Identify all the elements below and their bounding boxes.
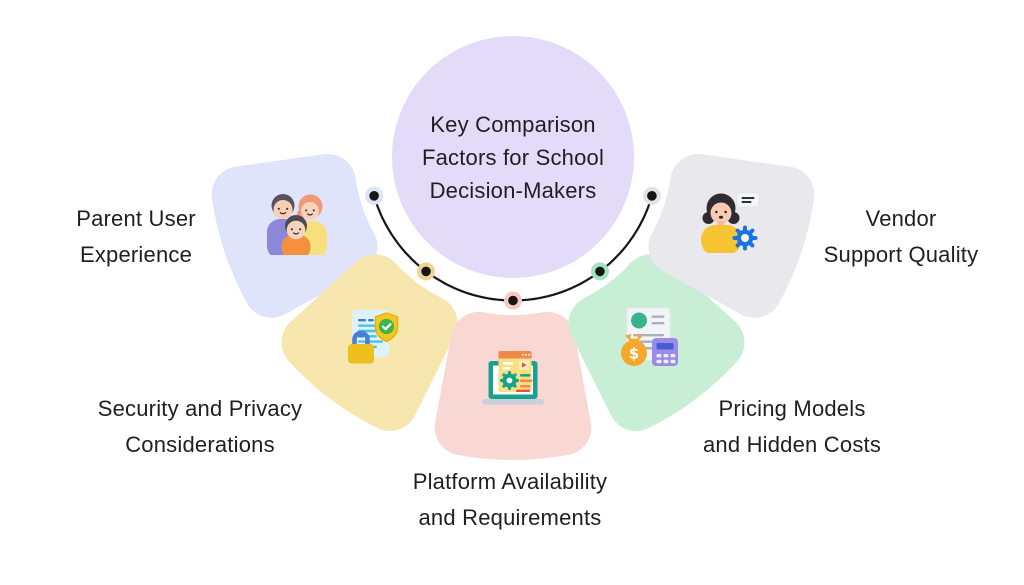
factor-label-line: Security and Privacy — [97, 396, 303, 421]
factor-label-line: Platform Availability — [412, 469, 608, 494]
pricing-models-dot — [595, 266, 605, 277]
platform-availability-dot — [508, 295, 518, 306]
family-icon — [262, 193, 332, 260]
factor-label-line: Parent User — [76, 206, 196, 231]
laptop-settings-icon — [476, 347, 550, 418]
support-agent-gear-icon — [693, 191, 763, 258]
vendor-support-quality-dot — [647, 191, 657, 201]
diagram-title-line: Factors for School — [421, 144, 605, 170]
factor-label-parent-user-experience: Parent User Experience — [0, 199, 276, 275]
factor-label-line: and Hidden Costs — [702, 432, 882, 457]
diagram-title-line: Decision-Makers — [429, 177, 597, 203]
center-circle: Key Comparison Factors for School Decisi… — [392, 36, 634, 278]
factor-label-platform-availability: Platform Availability and Requirements — [370, 462, 650, 538]
document-shield-lock-icon — [339, 304, 405, 375]
diagram-title-line: Key Comparison — [430, 111, 596, 137]
money-bag-calculator-icon: $ — [612, 306, 684, 375]
factor-label-pricing-models: Pricing Models and Hidden Costs — [652, 389, 932, 465]
factor-label-line: Pricing Models — [718, 396, 866, 421]
factor-label-line: Vendor — [865, 206, 937, 231]
factor-label-line: and Requirements — [418, 505, 602, 530]
parent-user-experience-dot — [369, 191, 379, 201]
factor-label-vendor-support-quality: Vendor Support Quality — [761, 199, 1024, 275]
security-and-privacy-dot — [421, 266, 431, 277]
factor-label-security-and-privacy: Security and Privacy Considerations — [60, 389, 340, 465]
factor-label-line: Support Quality — [823, 242, 979, 267]
factor-label-line: Considerations — [125, 432, 275, 457]
svg-text:$: $ — [629, 345, 639, 363]
factor-label-line: Experience — [79, 242, 193, 267]
